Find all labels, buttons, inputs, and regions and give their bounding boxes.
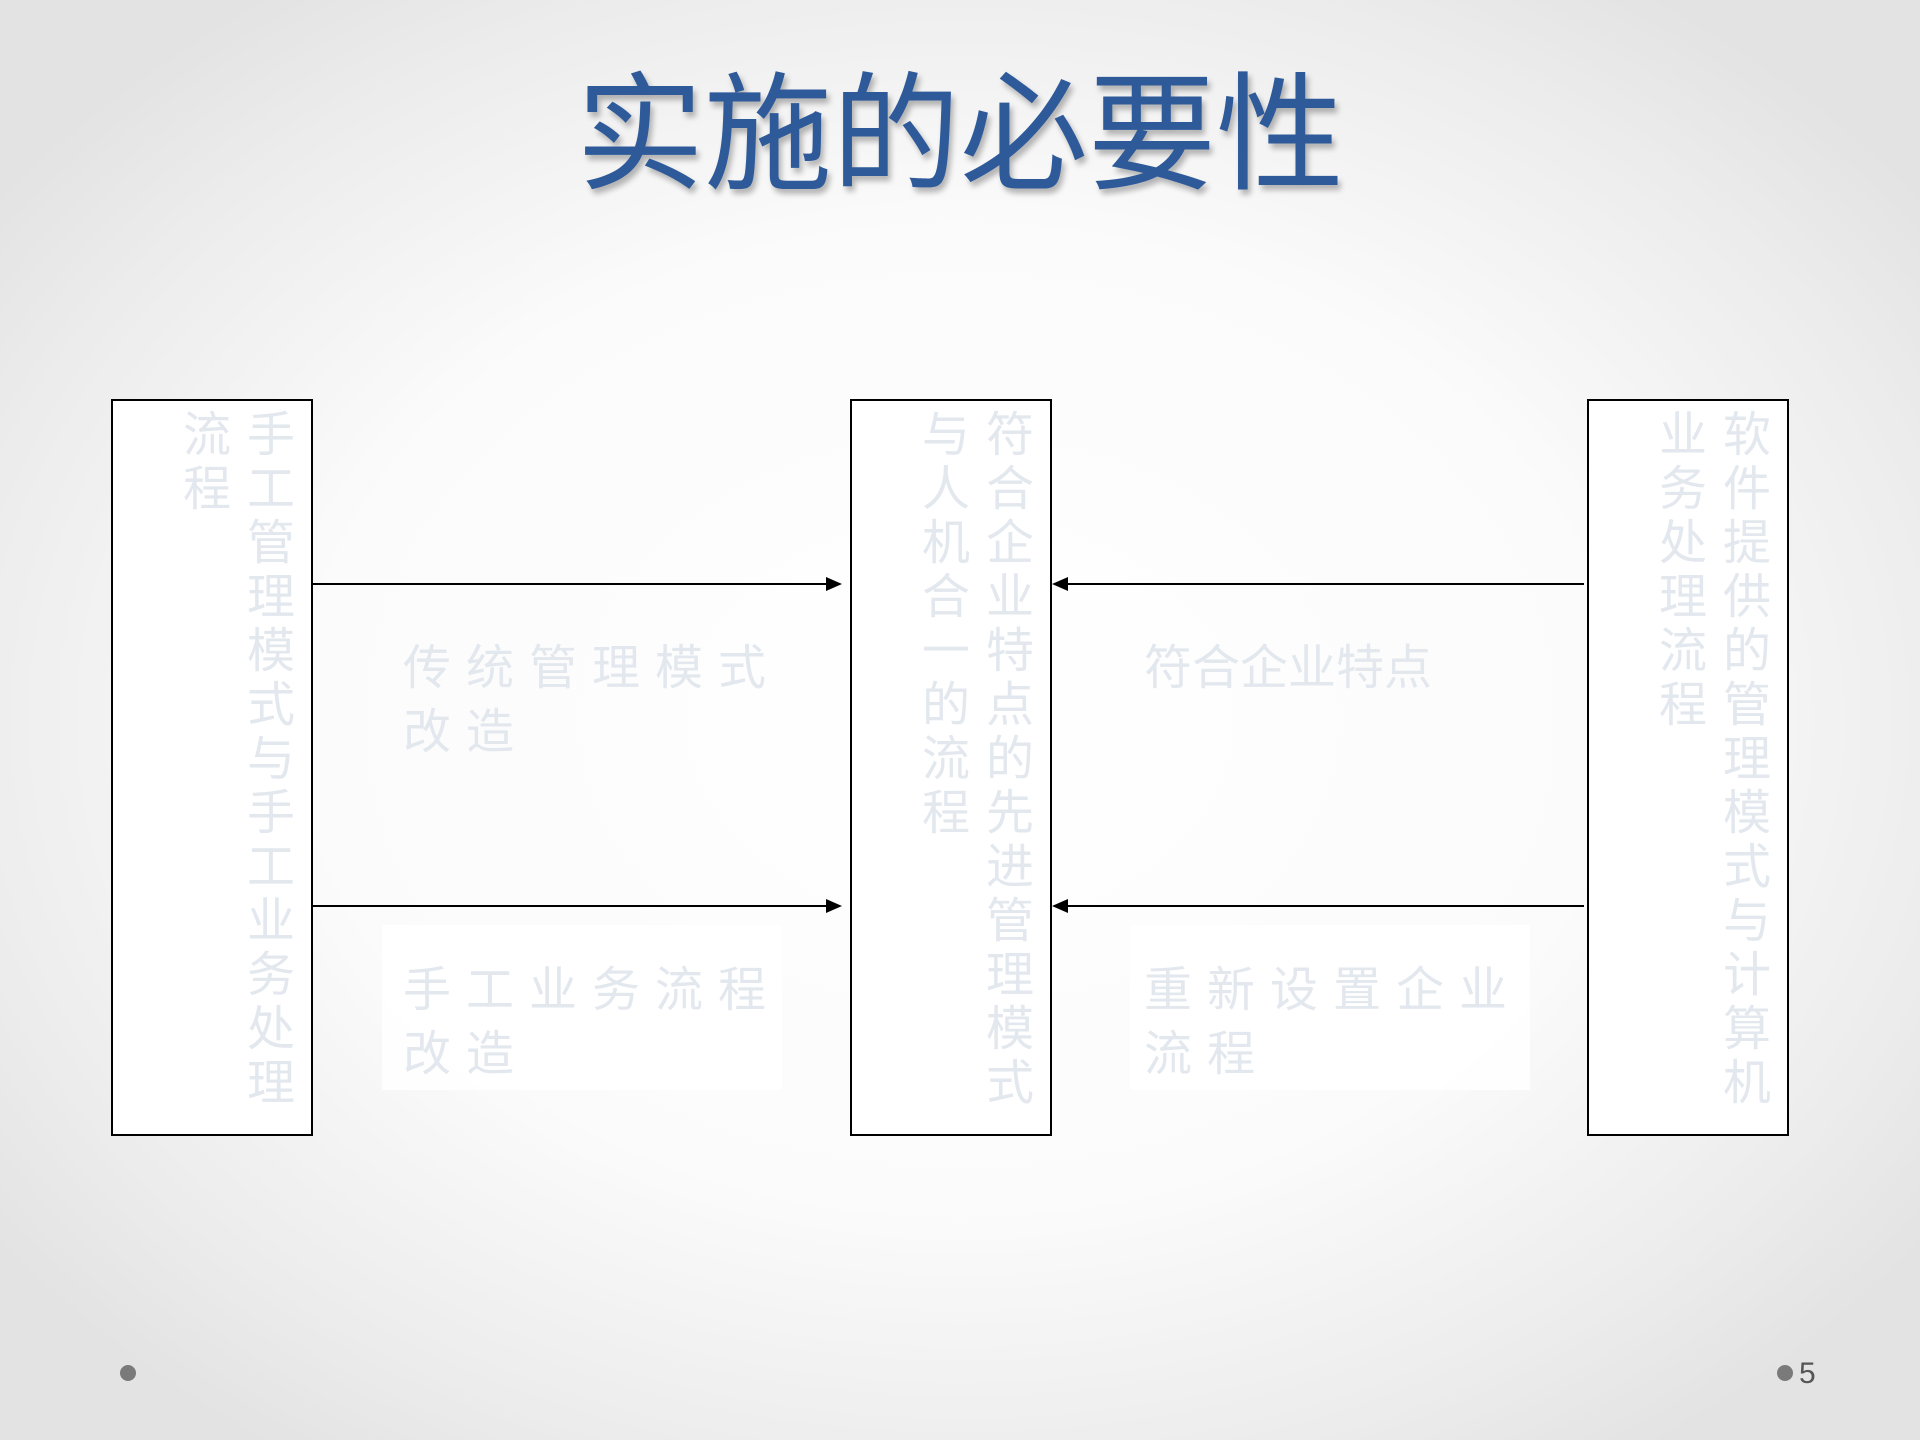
label-manual-process-reform: 手工业务流程改造 <box>403 962 782 1082</box>
arrow-line-right-top <box>1065 583 1584 585</box>
label-background <box>1130 925 1530 1090</box>
arrowhead-right-icon <box>826 577 842 591</box>
arrowhead-left-icon <box>1052 577 1068 591</box>
arrow-line-left-top <box>311 583 838 585</box>
arrow-line-left-bottom <box>311 905 838 907</box>
label-traditional-management-reform: 传统管理模式改造 <box>403 640 782 760</box>
box-right-text-col2: 业务处理流程 <box>1650 409 1706 733</box>
box-advanced-management: 符合企业特点的先进管理模式 与人机合一的流程 <box>850 399 1052 1136</box>
box-manual-management: 手工管理模式与手工业务处理 流程 <box>111 399 313 1136</box>
label-background <box>382 925 782 1090</box>
box-middle-text-col1: 符合企业特点的先进管理模式 <box>977 409 1033 1111</box>
arrowhead-right-icon <box>826 899 842 913</box>
label-reset-enterprise-process: 重新设置企业流程 <box>1144 962 1523 1082</box>
box-middle-text-col2: 与人机合一的流程 <box>913 409 969 841</box>
box-left-text-col1: 手工管理模式与手工业务处理 <box>238 409 294 1111</box>
arrow-line-right-bottom <box>1065 905 1584 907</box>
slide-title: 实施的必要性 <box>575 61 1344 210</box>
label-fit-enterprise-features: 符合企业特点 <box>1144 640 1433 696</box>
box-right-text-col1: 软件提供的管理模式与计算机 <box>1714 409 1770 1111</box>
footer-bullet-icon <box>120 1365 136 1381</box>
arrowhead-left-icon <box>1052 899 1068 913</box>
box-left-text-col2: 流程 <box>174 409 230 517</box>
page-number: 5 <box>1799 1357 1816 1390</box>
footer-bullet-icon <box>1777 1365 1793 1381</box>
box-software-management: 软件提供的管理模式与计算机 业务处理流程 <box>1587 399 1789 1136</box>
